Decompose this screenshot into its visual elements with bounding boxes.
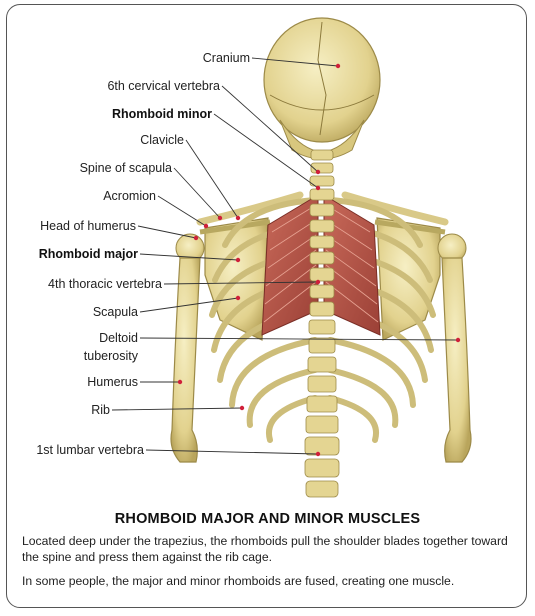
label-spine-of-scapula: Spine of scapula: [80, 161, 172, 175]
label-humerus: Humerus: [87, 375, 138, 389]
label-scapula: Scapula: [93, 305, 138, 319]
label-cranium: Cranium: [203, 51, 250, 65]
caption-title: RHOMBOID MAJOR AND MINOR MUSCLES: [0, 511, 535, 527]
label-rib: Rib: [91, 403, 110, 417]
label-head-of-humerus: Head of humerus: [40, 219, 136, 233]
label-rhomboid-major: Rhomboid major: [39, 247, 138, 261]
label-1st-lumbar-vertebra: 1st lumbar vertebra: [36, 443, 144, 457]
caption-paragraph-1: Located deep under the trapezius, the rh…: [22, 534, 522, 565]
label-deltoid: Deltoid: [99, 331, 138, 345]
label-tuberosity: tuberosity: [84, 349, 138, 363]
label-acromion: Acromion: [103, 189, 156, 203]
label-rhomboid-minor: Rhomboid minor: [112, 107, 212, 121]
label-6th-cervical-vertebra: 6th cervical vertebra: [107, 79, 220, 93]
label-4th-thoracic-vertebra: 4th thoracic vertebra: [48, 277, 162, 291]
label-clavicle: Clavicle: [140, 133, 184, 147]
caption-paragraph-2: In some people, the major and minor rhom…: [22, 574, 522, 590]
cranium-shape: [264, 18, 380, 159]
